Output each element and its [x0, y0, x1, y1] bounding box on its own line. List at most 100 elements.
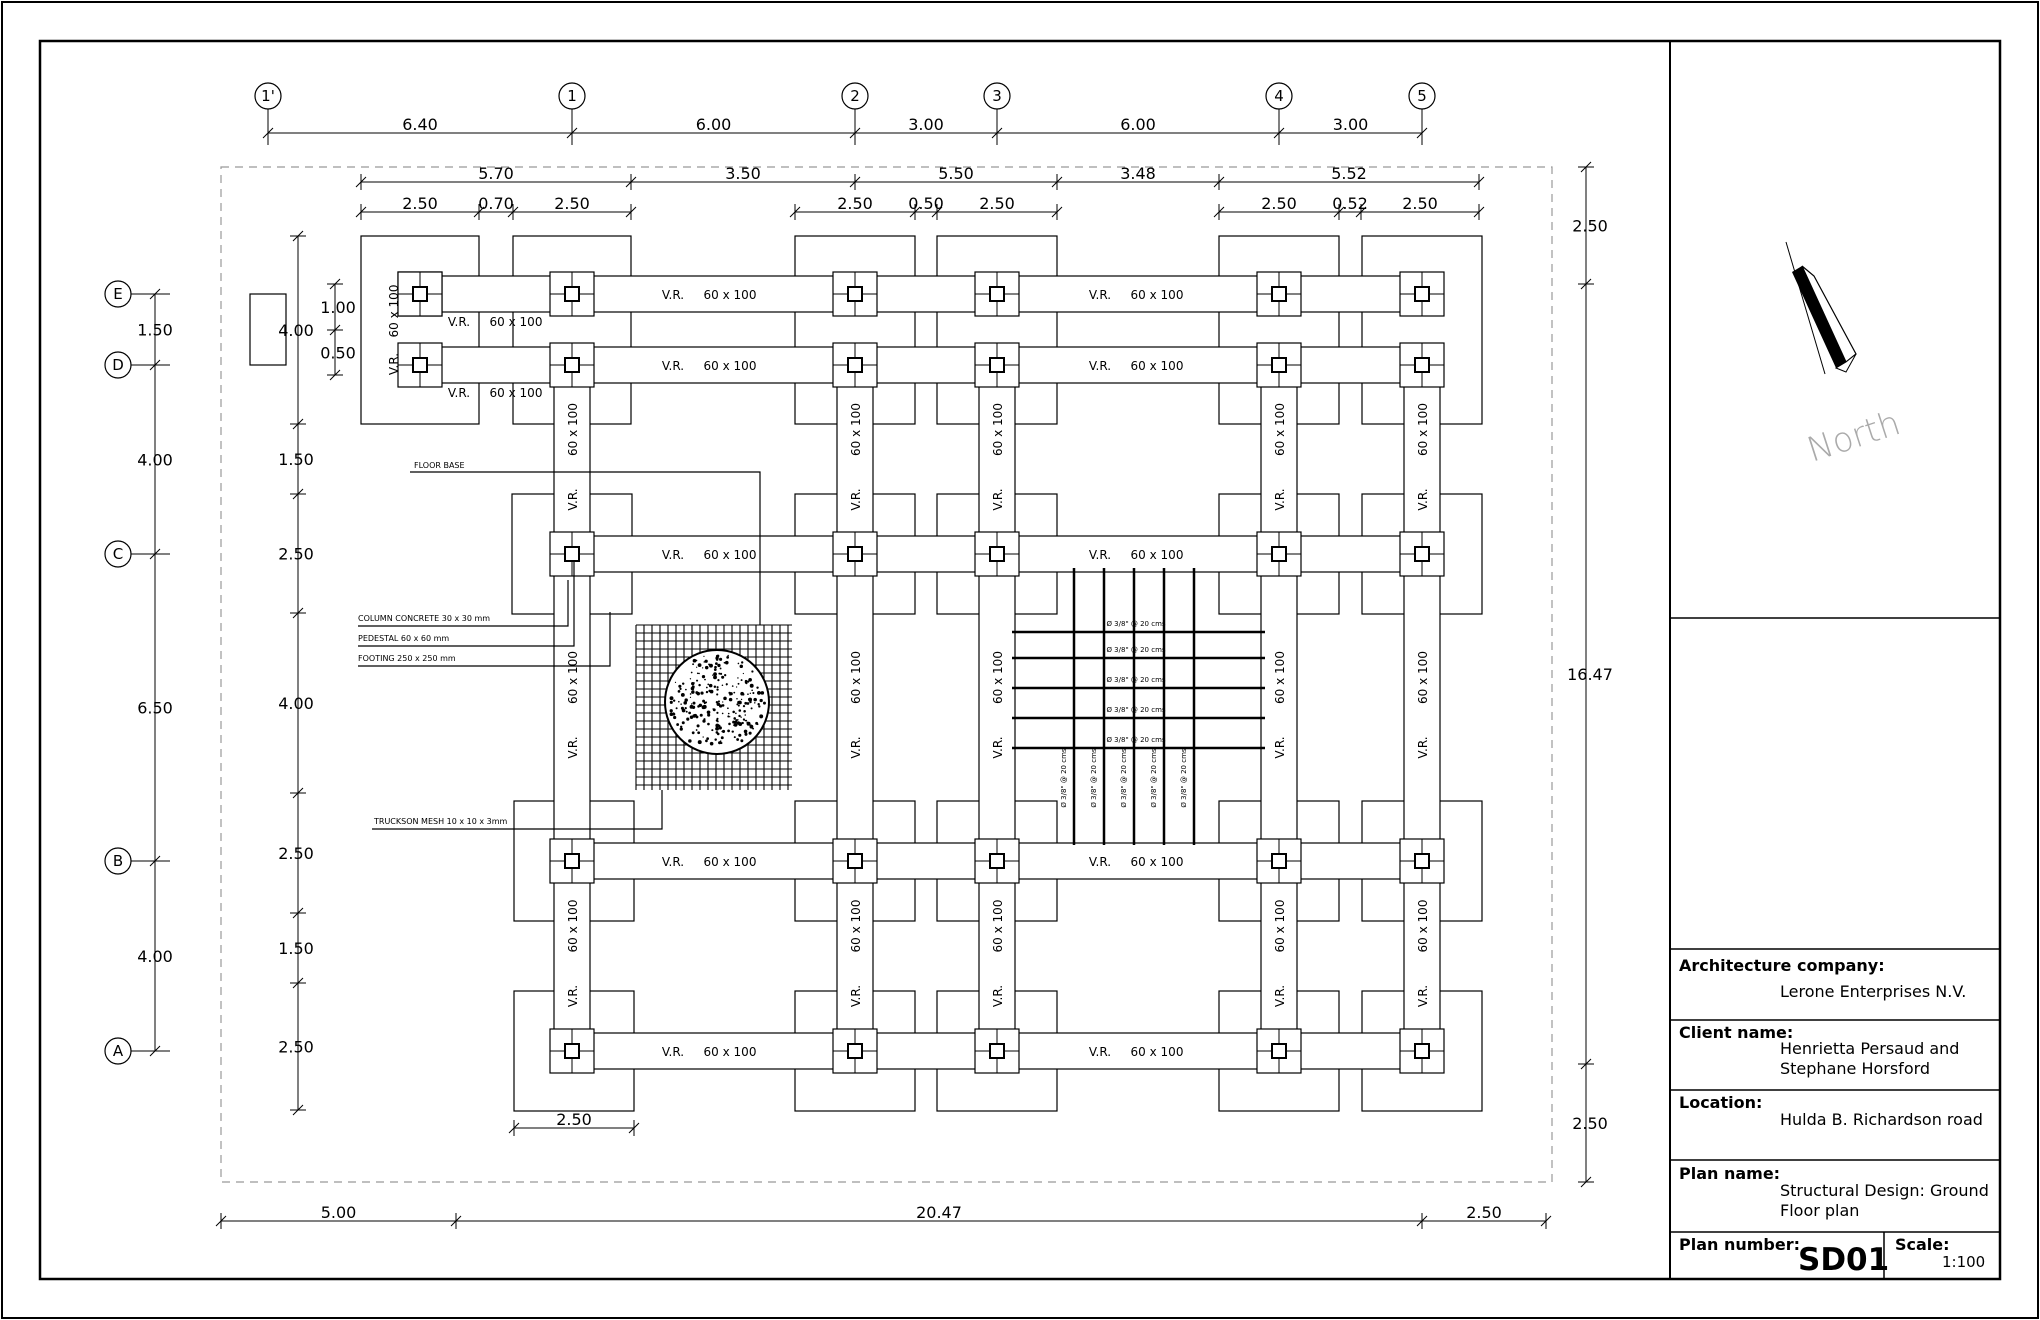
aggregate-dot — [745, 682, 748, 685]
grid-row-label: D — [112, 356, 124, 374]
rebar-label: Ø 3/8" @ 20 cms — [1106, 736, 1165, 744]
beam-label-vr: V.R. — [387, 353, 401, 375]
column — [1271, 1043, 1287, 1059]
top-grid-dim: 3.00 — [1333, 115, 1369, 134]
footing-width-dim-tick — [1473, 206, 1485, 218]
aggregate-dot — [709, 741, 714, 746]
footing-width-dim-tick — [1333, 206, 1345, 218]
aggregate-dot — [736, 698, 738, 700]
truckson-mesh-detail — [635, 624, 792, 790]
aggregate-dot — [752, 691, 755, 695]
aggregate-dot — [673, 715, 677, 720]
aggregate-dot — [713, 685, 717, 688]
left-footing-dim-tick — [292, 230, 304, 242]
aggregate-dot — [676, 723, 680, 726]
aggregate-dot — [697, 705, 700, 708]
column — [989, 357, 1005, 373]
aggregate-dot — [743, 729, 748, 734]
aggregate-dot — [684, 698, 688, 702]
beam-label-vr: V.R. — [566, 488, 580, 510]
aggregate-dot — [718, 741, 722, 745]
location-label: Location: — [1679, 1093, 1762, 1112]
column — [1414, 357, 1430, 373]
aggregate-dot — [723, 661, 726, 664]
aggregate-dot — [725, 683, 728, 686]
aggregate-dot — [719, 726, 722, 730]
beam-label-vr: V.R. — [1089, 288, 1111, 302]
top-footing-dim-tick — [625, 176, 637, 188]
aggregate-dot — [715, 726, 719, 731]
column — [989, 1043, 1005, 1059]
aggregate-dot — [742, 718, 746, 721]
grid-column-label: 4 — [1274, 87, 1284, 105]
aggregate-dot — [686, 717, 690, 721]
aggregate-dot — [760, 692, 763, 694]
aggregate-dot — [689, 704, 694, 709]
aggregate-dot — [757, 702, 760, 706]
aggregate-dot — [719, 672, 723, 675]
beam-label-vr: V.R. — [1416, 736, 1430, 758]
aggregate-dot — [689, 696, 692, 698]
footing-width-dim: 2.50 — [402, 194, 438, 213]
footing-width-dim-tick — [909, 206, 921, 218]
beam-label-size: 60 x 100 — [704, 359, 757, 373]
footing-width-dim-tick — [507, 206, 519, 218]
aggregate-dot — [703, 702, 706, 705]
aggregate-dot — [749, 683, 754, 688]
aggregate-dot — [726, 655, 730, 659]
aggregate-dot — [740, 739, 744, 743]
aggregate-dot — [749, 724, 754, 729]
aggregate-dot — [702, 704, 707, 709]
aggregate-dot — [698, 683, 701, 687]
aggregate-dot — [721, 712, 724, 715]
rebar-label: Ø 3/8" @ 20 cms — [1150, 748, 1158, 807]
footing-width-dim-tick — [1355, 206, 1367, 218]
aggregate-dot — [744, 732, 748, 736]
left-footing-dim: 2.50 — [278, 545, 314, 564]
vertical-tie-beam — [836, 860, 874, 1052]
aggregate-dot — [721, 730, 723, 733]
aggregate-dot — [746, 680, 750, 683]
vertical-tie-beam — [836, 553, 874, 862]
rebar-label: Ø 3/8" @ 20 cms — [1120, 748, 1128, 807]
beam-label-vr: V.R. — [662, 288, 684, 302]
column — [989, 853, 1005, 869]
aggregate-dot — [716, 693, 719, 696]
aggregate-dot — [712, 674, 714, 676]
aggregate-dot — [707, 722, 710, 726]
top-footing-dim-tick — [355, 176, 367, 188]
aggregate-dot — [692, 663, 695, 666]
vertical-tie-beam — [553, 860, 591, 1052]
aggregate-dot — [674, 681, 677, 684]
aggregate-dot — [695, 715, 699, 719]
vertical-tie-beam — [1260, 860, 1298, 1052]
drawing-frame — [38, 39, 2002, 1281]
left-footing-dim-tick — [292, 607, 304, 619]
vertical-tie-beam — [978, 860, 1016, 1052]
rebar-label: Ø 3/8" @ 20 cms — [1090, 748, 1098, 807]
aggregate-dot — [679, 727, 683, 731]
grid-column-label: 3 — [992, 87, 1002, 105]
aggregate-dot — [689, 693, 692, 695]
aggregate-dot — [680, 703, 682, 705]
column — [989, 286, 1005, 302]
scale-value: 1:100 — [1942, 1253, 1985, 1271]
leader-pedestal — [358, 560, 575, 647]
left-footing-dim: 4.00 — [278, 321, 314, 340]
aggregate-dot — [732, 710, 735, 714]
bottom-overall-dim-tick — [450, 1215, 462, 1227]
beam-label-vr: V.R. — [662, 359, 684, 373]
beam-label-size: 60 x 100 — [1273, 403, 1287, 456]
aggregate-dot — [727, 654, 729, 657]
beam-label-size: 60 x 100 — [490, 386, 543, 400]
beam-label-vr: V.R. — [1089, 1045, 1111, 1059]
aggregate-dot — [713, 675, 717, 680]
vertical-tie-beam — [553, 364, 591, 555]
aggregate-dot — [735, 712, 737, 715]
top-footing-dim: 5.52 — [1331, 164, 1367, 183]
aggregate-dot — [688, 739, 692, 743]
column — [1271, 546, 1287, 562]
vertical-tie-beam — [553, 553, 591, 862]
aggregate-dot — [740, 716, 742, 718]
